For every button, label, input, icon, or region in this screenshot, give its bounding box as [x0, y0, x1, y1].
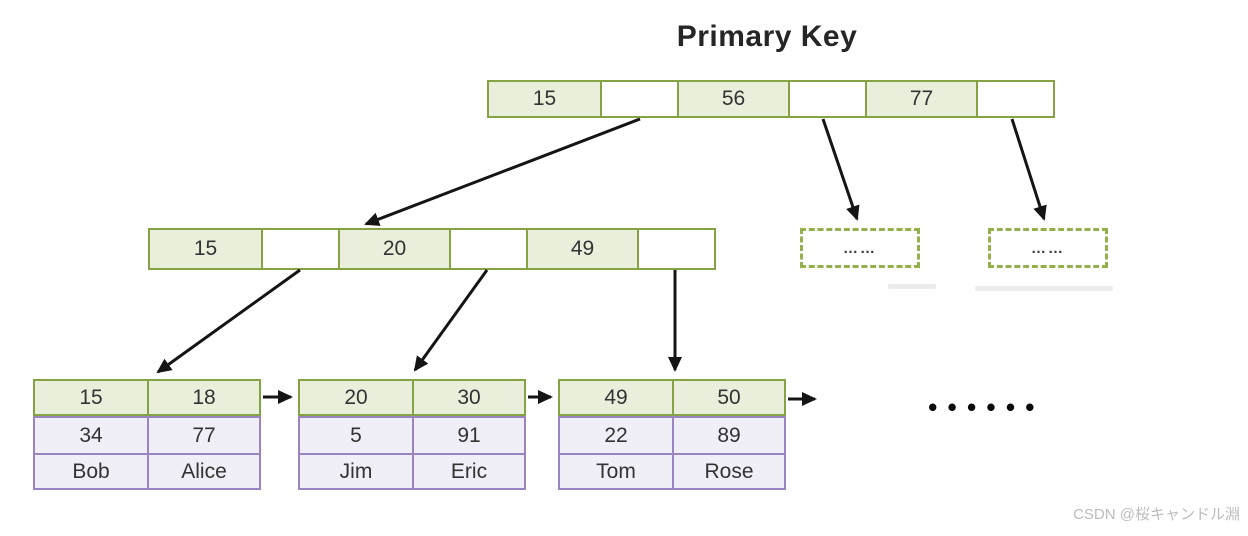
- leaf-node: 49 50 22 89 Tom Rose: [558, 379, 786, 490]
- root-node: 15 56 77: [487, 80, 1055, 118]
- internal-node: 15 20 49: [148, 228, 716, 270]
- page-title: Primary Key: [676, 20, 858, 53]
- leaf-value-cell: 34: [79, 423, 103, 447]
- root-pointer-cell: [600, 82, 677, 116]
- watermark: CSDN @桜キャンドル淵: [1073, 506, 1240, 523]
- continuation-dots: ••••••: [926, 396, 1043, 420]
- leaf-node: 15 18 34 77 Bob Alice: [33, 379, 261, 490]
- ellipsis-label: ……: [1031, 239, 1065, 257]
- leaf-name-cell: Jim: [339, 459, 373, 483]
- internal-pointer-cell: [261, 230, 338, 268]
- leaf-key-cell: 49: [604, 385, 628, 409]
- leaf-key-cell: 18: [147, 381, 259, 414]
- ellipsis-node: ……: [988, 228, 1108, 268]
- leaf-name-cell: Rose: [672, 455, 784, 488]
- internal-pointer-cell: [637, 230, 714, 268]
- leaf-key-cell: 15: [79, 385, 103, 409]
- shadow-artifact: [975, 286, 1113, 291]
- internal-key-cell: 15: [150, 230, 261, 268]
- internal-pointer-cell: [449, 230, 526, 268]
- leaf-value-cell: 22: [604, 423, 628, 447]
- root-key-cell: 77: [865, 82, 976, 116]
- leaf-key-cell: 20: [344, 385, 368, 409]
- leaf-value-cell: 5: [350, 423, 362, 447]
- internal-key-cell: 20: [338, 230, 449, 268]
- leaf-name-cell: Eric: [412, 455, 524, 488]
- leaf-node: 20 30 5 91 Jim Eric: [298, 379, 526, 490]
- leaf-value-cell: 77: [147, 418, 259, 453]
- ellipsis-node: ……: [800, 228, 920, 268]
- root-pointer-cell: [788, 82, 865, 116]
- internal-key-cell: 49: [526, 230, 637, 268]
- arrow-root-to-ellipsis-2: [1010, 118, 1047, 221]
- root-pointer-cell: [976, 82, 1053, 116]
- arrow-internal-to-leaf-1: [156, 268, 301, 374]
- arrow-root-to-internal: [364, 117, 641, 226]
- root-key-cell: 56: [677, 82, 788, 116]
- ellipsis-label: ……: [843, 239, 877, 257]
- root-key-cell: 15: [489, 82, 600, 116]
- leaf-key-cell: 50: [672, 381, 784, 414]
- shadow-artifact: [888, 284, 936, 289]
- arrow-root-to-ellipsis-1: [821, 118, 860, 221]
- leaf-value-cell: 89: [672, 418, 784, 453]
- leaf-key-cell: 30: [412, 381, 524, 414]
- leaf-value-cell: 91: [412, 418, 524, 453]
- arrow-internal-to-leaf-2: [413, 269, 489, 372]
- leaf-name-cell: Tom: [596, 459, 636, 483]
- leaf-name-cell: Alice: [147, 455, 259, 488]
- leaf-name-cell: Bob: [72, 459, 110, 483]
